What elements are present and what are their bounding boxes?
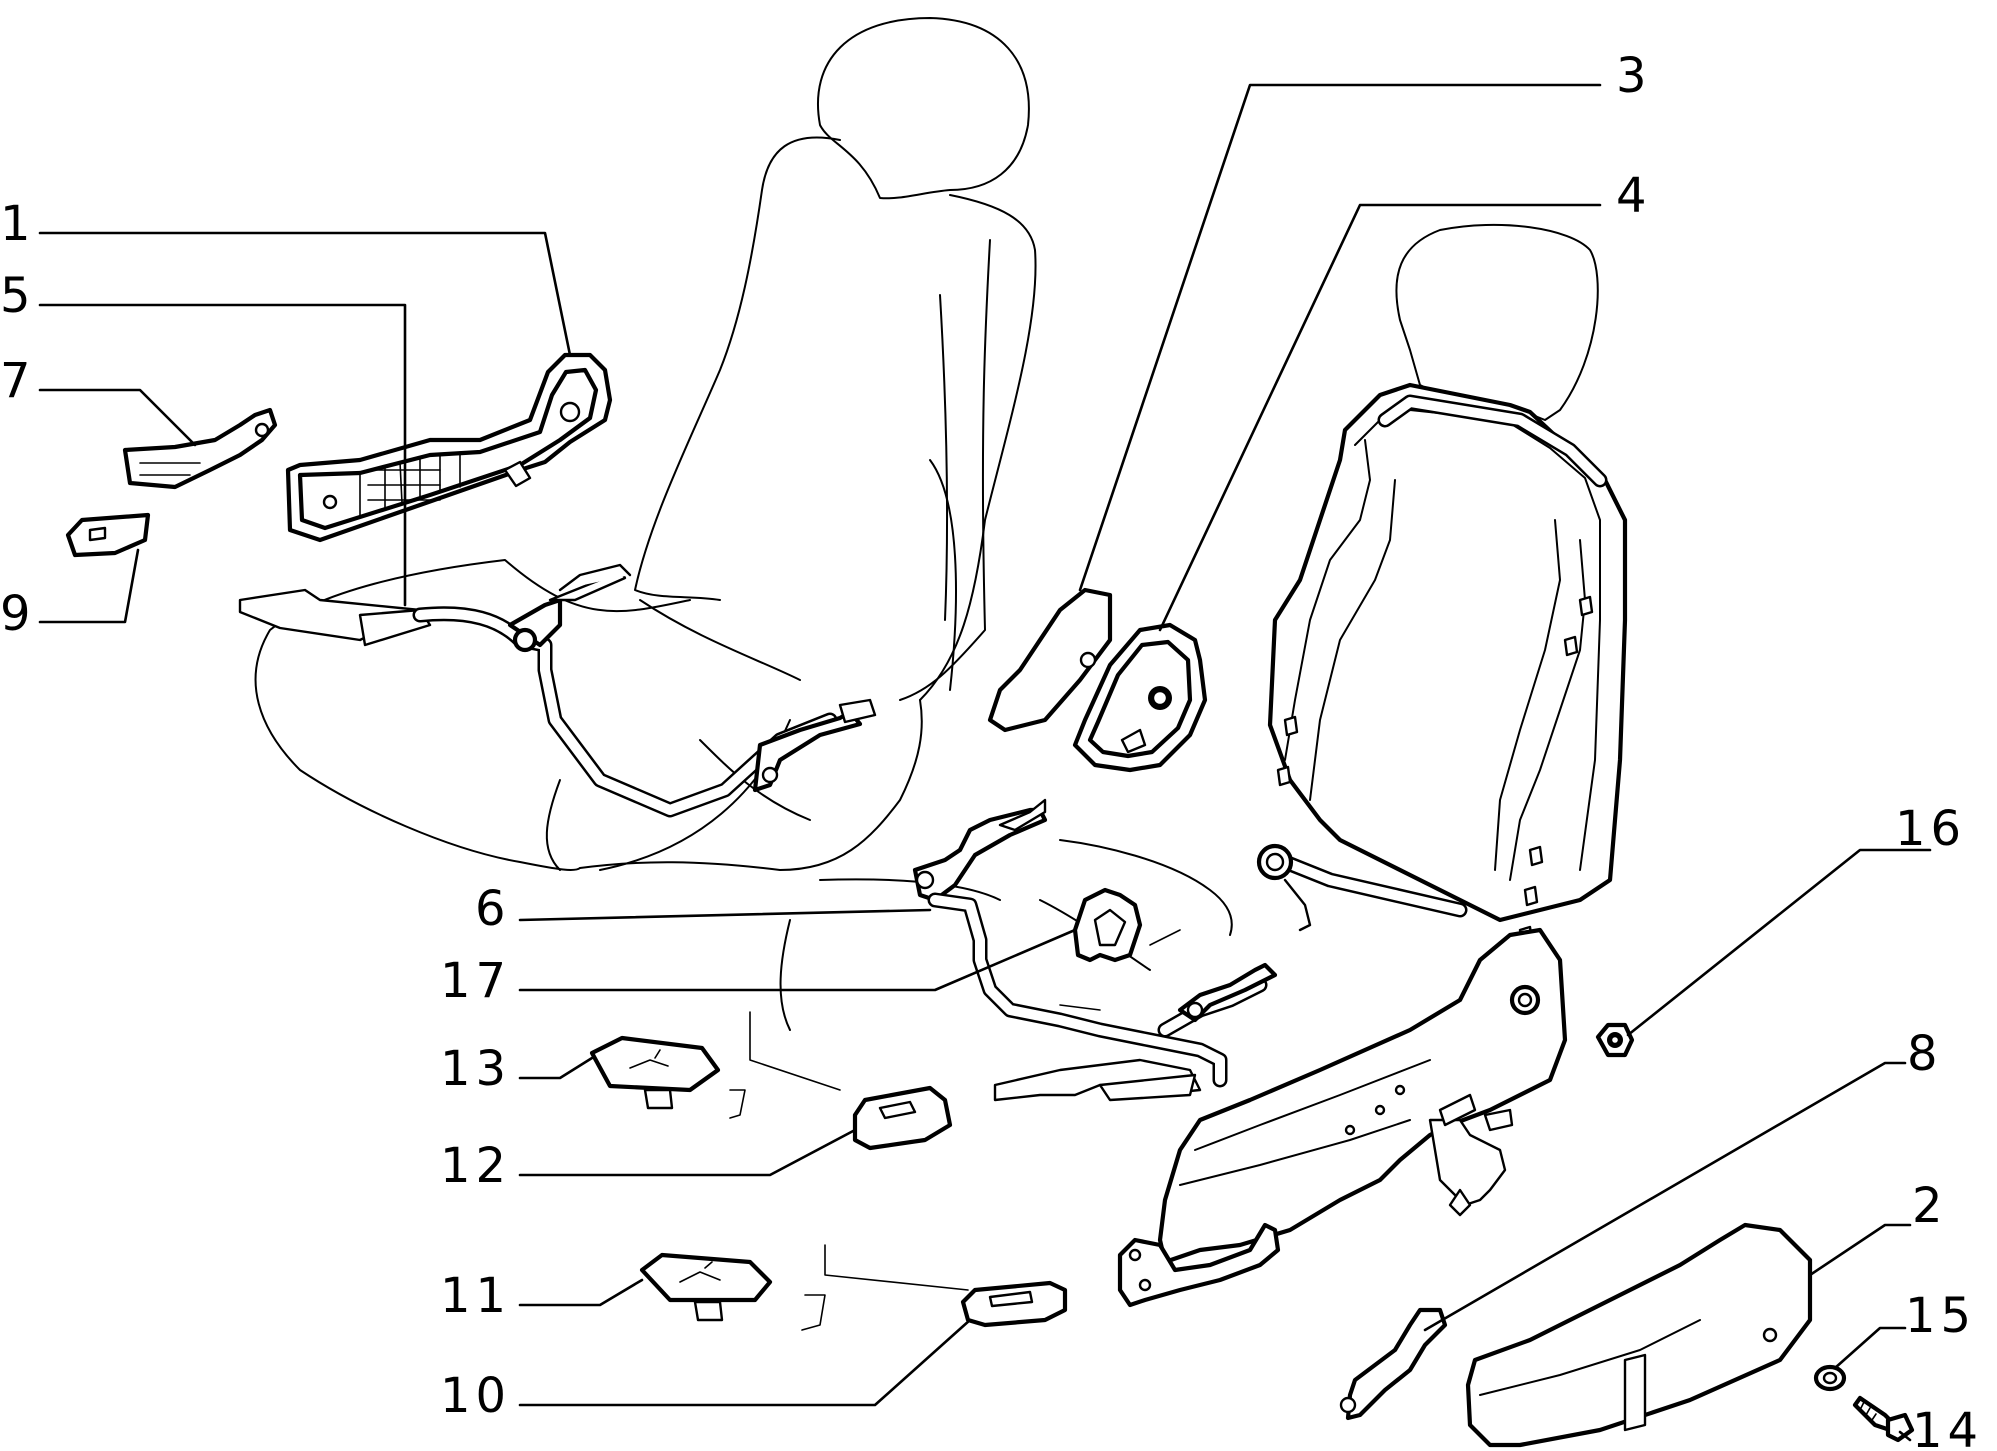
part-5-adjust-bar xyxy=(238,563,877,818)
part-14-bolt xyxy=(1852,1395,1915,1443)
leader-12 xyxy=(518,1128,857,1177)
leader-lines xyxy=(38,83,1932,1442)
leader-7 xyxy=(38,388,197,447)
seat-ghost-outline xyxy=(254,17,1037,871)
part-2-side-trim xyxy=(1465,1222,1813,1448)
part-12-lever-cap xyxy=(852,1085,953,1151)
part-15-washer xyxy=(1813,1364,1847,1392)
leader-13 xyxy=(518,1056,594,1080)
callout-7: 7 xyxy=(0,353,36,409)
part-11-knob xyxy=(639,1252,773,1322)
callout-11: 11 xyxy=(440,1268,511,1324)
callout-3: 3 xyxy=(1616,48,1652,104)
callout-10: 10 xyxy=(440,1368,511,1424)
callout-8: 8 xyxy=(1907,1026,1943,1082)
part-7-lever xyxy=(122,407,278,490)
leader-1 xyxy=(38,231,572,357)
leader-6 xyxy=(518,908,932,922)
leader-11 xyxy=(518,1278,644,1307)
part-1-side-trim xyxy=(285,352,613,543)
part-13-knob xyxy=(589,1035,721,1110)
part-4-mechanism-cover xyxy=(1072,622,1208,773)
callout-13: 13 xyxy=(440,1041,511,1097)
leader-14 xyxy=(1898,1430,1912,1442)
callout-17: 17 xyxy=(440,953,511,1009)
callout-9: 9 xyxy=(0,586,36,642)
part-6-adjust-bar-lower xyxy=(912,798,1278,1102)
callout-16: 16 xyxy=(1895,801,1966,857)
part-8-lever-arm xyxy=(1339,1307,1448,1421)
part-10-lever-cap xyxy=(960,1280,1068,1328)
seat-frame xyxy=(1117,223,1628,1308)
callout-4: 4 xyxy=(1616,168,1652,224)
part-3-cover-plate xyxy=(987,587,1113,733)
callout-labels: 1 5 7 9 3 4 6 17 13 12 11 10 16 8 2 15 1… xyxy=(0,48,1983,1451)
callout-15: 15 xyxy=(1905,1288,1976,1344)
callout-6: 6 xyxy=(475,881,511,937)
leader-5 xyxy=(38,303,407,607)
leader-8 xyxy=(1423,1061,1907,1332)
callout-2: 2 xyxy=(1912,1178,1948,1234)
callout-14: 14 xyxy=(1912,1403,1983,1451)
leader-2 xyxy=(1808,1223,1912,1277)
leader-9 xyxy=(38,548,140,624)
callout-1: 1 xyxy=(0,196,36,252)
part-17-clip xyxy=(1072,887,1143,963)
callout-12: 12 xyxy=(440,1138,511,1194)
leader-15 xyxy=(1833,1326,1907,1370)
leader-16 xyxy=(1626,848,1932,1037)
part-16-nut xyxy=(1595,1022,1635,1058)
callout-5: 5 xyxy=(0,268,36,324)
leader-10 xyxy=(518,1318,972,1407)
part-9-clip xyxy=(65,512,151,558)
leader-17 xyxy=(518,928,1077,992)
leader-4 xyxy=(1158,203,1602,632)
leader-3 xyxy=(1078,83,1602,592)
